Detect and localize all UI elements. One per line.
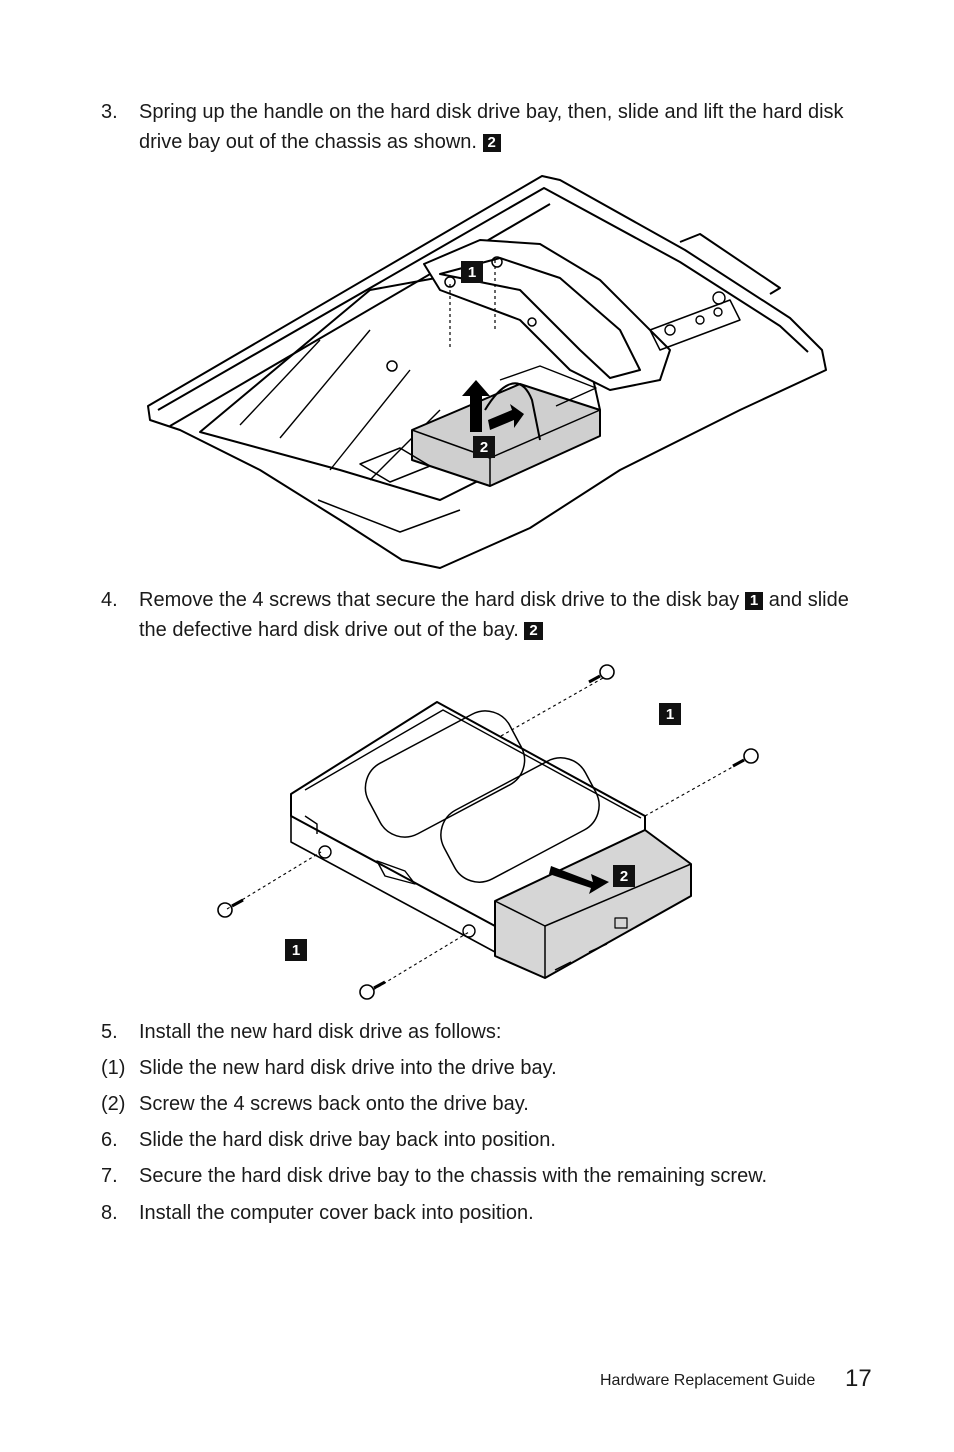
- callout-badge: 1: [744, 592, 764, 610]
- callout-badge: 2: [524, 622, 543, 640]
- step-number: (1): [101, 1057, 126, 1079]
- callout-badge-1-bottom: [285, 939, 307, 961]
- step-number: (2): [101, 1093, 126, 1115]
- footer-guide-title: Hardware Replacement Guide: [600, 1372, 816, 1389]
- step-text: Slide the new hard disk drive into the d…: [139, 1057, 557, 1079]
- callout-badge-2: [473, 436, 495, 458]
- step-text: Slide the hard disk drive bay back into …: [139, 1129, 556, 1151]
- callout-label: 1: [666, 706, 674, 723]
- figure-hdd-removal: 1 2 1: [205, 656, 785, 1006]
- callout-label: 1: [292, 942, 300, 959]
- step-number: 4.: [101, 589, 118, 611]
- step-number: 6.: [101, 1129, 118, 1151]
- callout-label: 2: [480, 439, 488, 456]
- callout-badge-2: [613, 865, 635, 887]
- callout-label: 1: [468, 264, 476, 281]
- step-text: Screw the 4 screws back onto the drive b…: [139, 1093, 529, 1115]
- step-text: Install the new hard disk drive as follo…: [139, 1021, 502, 1043]
- step-text: Install the computer cover back into pos…: [139, 1202, 534, 1224]
- step-text: Secure the hard disk drive bay to the ch…: [139, 1165, 768, 1187]
- step-text: Spring up the handle on the hard disk dr…: [139, 101, 844, 153]
- step-number: 5.: [101, 1021, 118, 1043]
- step-text: Remove the 4 screws that secure the hard…: [139, 589, 849, 641]
- figure-chassis-drive-bay: 1 2: [140, 170, 840, 575]
- step-number: 8.: [101, 1202, 118, 1224]
- callout-badge: 2: [482, 134, 501, 152]
- page-number: 17: [845, 1365, 872, 1392]
- callout-badge-1: [461, 261, 483, 283]
- callout-label: 2: [620, 868, 628, 885]
- step-number: 3.: [101, 101, 118, 123]
- step-number: 7.: [101, 1165, 118, 1187]
- callout-badge-1-top: [659, 703, 681, 725]
